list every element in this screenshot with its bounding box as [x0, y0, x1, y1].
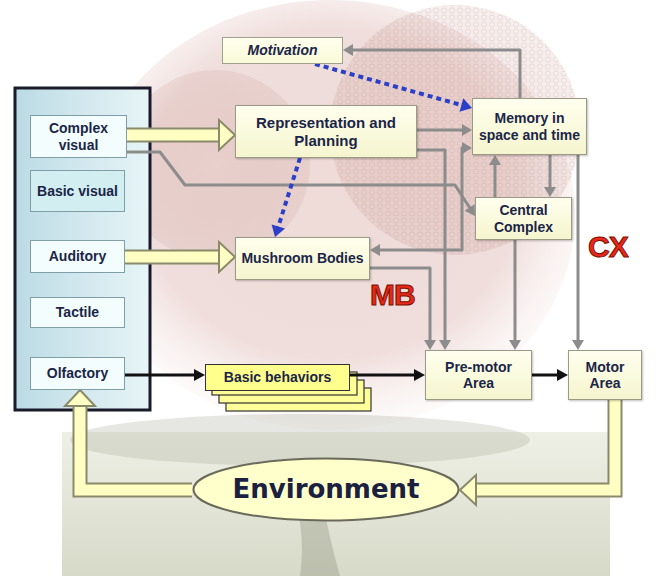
arrow-shaft-fill [127, 130, 219, 141]
connector-arrow [532, 369, 568, 381]
environment-ellipse: Environment [192, 457, 460, 522]
block-arrow [65, 390, 192, 490]
arrow-head [509, 340, 521, 350]
arrow-shaft-fill [80, 406, 192, 490]
connector-arrow [544, 155, 556, 197]
arrow-head [557, 369, 568, 381]
arrow-shaft-fill [476, 400, 615, 490]
arrow-head [544, 187, 556, 197]
box-text: Basic behaviors [224, 369, 331, 385]
process-box: Memory in space and time [472, 98, 587, 155]
brain-region-box: Mushroom Bodies [235, 237, 370, 280]
box-text: Motor Area [574, 359, 636, 391]
arrow-line [370, 268, 430, 342]
arrow-head [489, 155, 501, 165]
box-text: Environment [233, 475, 420, 504]
arrow-head [370, 244, 380, 256]
arrow-line [351, 50, 520, 98]
sense-box: Basic visual [30, 170, 125, 212]
box-text: Auditory [49, 248, 107, 264]
box-text: Pre-motor Area [431, 359, 526, 391]
box-text: Olfactory [47, 365, 108, 381]
connector-arrow [370, 268, 436, 350]
arrow-line [577, 155, 580, 342]
arrow-head [219, 120, 235, 150]
connector-arrow [370, 142, 472, 256]
arrow-line [417, 129, 464, 132]
arrow-head [65, 390, 95, 406]
box-text: Representation and Planning [241, 114, 411, 149]
arrow-line [532, 374, 559, 377]
fly-head-photo [85, 0, 580, 430]
process-box: Representation and Planning [235, 105, 417, 158]
arrow-head [462, 124, 472, 136]
block-arrow [460, 400, 615, 505]
brain-region-box: Central Complex [475, 197, 572, 240]
arrow-head [414, 369, 425, 381]
connector-arrow [350, 369, 425, 381]
arrow-head [194, 369, 205, 381]
arrow-line [278, 158, 300, 229]
block-arrow [125, 242, 235, 272]
arrow-head [572, 340, 584, 350]
process-box: Pre-motor Area [425, 350, 532, 400]
arrow-line [125, 374, 196, 377]
behavior-box: Basic behaviors [205, 364, 350, 391]
region-tag: CX [588, 232, 628, 262]
sense-box: Tactile [30, 297, 125, 328]
box-text: Basic visual [37, 183, 118, 199]
connector-arrow [272, 158, 300, 237]
arrow-head [219, 242, 235, 272]
arrow-line [494, 163, 497, 197]
arrow-line [514, 240, 517, 342]
box-text: Mushroom Bodies [241, 250, 363, 266]
box-text: Complex visual [36, 120, 121, 152]
arrow-shaft [476, 400, 615, 490]
ellipse-shape [194, 459, 459, 521]
sense-box: Auditory [30, 240, 125, 273]
connector-arrow [417, 124, 472, 136]
region-tag: MB [370, 280, 415, 310]
arrow-head [424, 340, 436, 350]
arrow-head [439, 340, 451, 350]
motivation-box: Motivation [222, 37, 343, 64]
sense-box: Complex visual [30, 115, 127, 158]
box-text: Motivation [248, 42, 318, 58]
arrow-line [549, 155, 552, 189]
process-box: Motor Area [568, 350, 642, 400]
box-text: Central Complex [481, 202, 566, 234]
arrow-shaft [125, 250, 219, 265]
arrow-shaft-fill [125, 252, 219, 263]
connector-arrow [509, 240, 521, 350]
block-arrow [127, 120, 235, 150]
arrow-head [460, 98, 472, 111]
connector-arrow [343, 44, 520, 98]
connector-arrow [489, 155, 501, 197]
sense-box: Olfactory [30, 357, 125, 390]
arrow-head [465, 204, 475, 216]
arrow-line [378, 148, 464, 250]
arrow-shaft [80, 406, 192, 490]
arrow-line [315, 64, 464, 106]
connector-arrow [125, 369, 205, 381]
arrow-head [462, 142, 472, 154]
arrow-head [460, 475, 476, 505]
connector-arrow [127, 152, 475, 216]
connector-arrow [572, 155, 584, 350]
box-text: Memory in space and time [478, 110, 581, 142]
arrow-shaft [127, 128, 219, 143]
arrow-line [350, 374, 416, 377]
box-text: Tactile [56, 304, 99, 320]
arrow-head [343, 44, 353, 56]
arrow-head [272, 224, 285, 237]
